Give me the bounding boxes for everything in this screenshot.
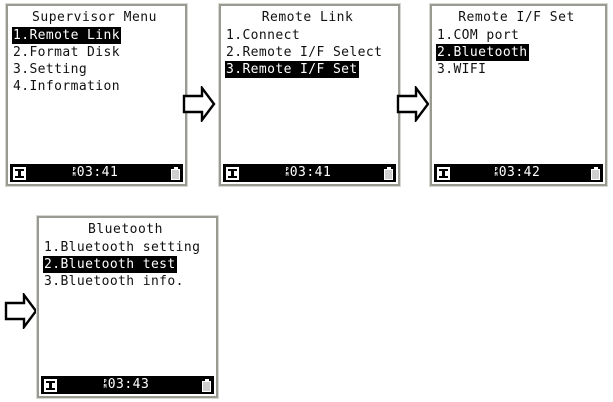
status-clock: P M 03:41 [239, 166, 384, 180]
menu-list: 1.Bluetooth setting 2.Bluetooth test 3.B… [41, 239, 214, 396]
clock-time: 03:41 [289, 165, 332, 180]
clock-time: 03:43 [107, 377, 150, 392]
ampm-indicator: P M [104, 380, 107, 390]
card-icon [44, 378, 57, 392]
menu-item-format-disk[interactable]: 2.Format Disk [13, 45, 120, 60]
device-panel-bluetooth: Bluetooth 1.Bluetooth setting 2.Bluetoot… [37, 216, 218, 398]
device-screen: Bluetooth 1.Bluetooth setting 2.Bluetoot… [39, 218, 216, 396]
menu-item-remote-link[interactable]: 1.Remote Link [12, 27, 121, 44]
ampm-top: P [103, 379, 107, 385]
device-panel-remote-if-set: Remote I/F Set 1.COM port 2.Bluetooth 3.… [430, 4, 607, 186]
status-clock: P M 03:41 [26, 166, 171, 180]
menu-title: Supervisor Menu [32, 10, 157, 25]
menu-item-remote-if-set[interactable]: 3.Remote I/F Set [225, 61, 359, 78]
menu-item-remote-if-select[interactable]: 2.Remote I/F Select [226, 45, 383, 60]
ampm-indicator: P M [495, 168, 498, 178]
ampm-bottom: M [494, 172, 498, 178]
menu-item-bluetooth-setting[interactable]: 1.Bluetooth setting [44, 240, 201, 255]
battery-icon [384, 166, 393, 180]
menu-item-setting[interactable]: 3.Setting [13, 62, 88, 77]
ampm-top: P [494, 167, 498, 173]
menu-list: 1.Remote Link 2.Format Disk 3.Setting 4.… [10, 27, 183, 184]
battery-cap [593, 166, 598, 169]
device-screen: Supervisor Menu 1.Remote Link 2.Format D… [8, 6, 185, 184]
menu-list: 1.Connect 2.Remote I/F Select 3.Remote I… [223, 27, 396, 184]
device-panel-supervisor-menu: Supervisor Menu 1.Remote Link 2.Format D… [6, 4, 187, 186]
menu-list: 1.COM port 2.Bluetooth 3.WIFI [434, 27, 603, 184]
battery-cap [204, 378, 209, 381]
card-icon [13, 166, 26, 180]
status-bar: P M 03:43 [41, 376, 214, 394]
battery-body [202, 380, 211, 392]
ampm-bottom: M [285, 172, 289, 178]
battery-body [591, 168, 600, 180]
card-icon [226, 166, 239, 180]
status-bar: P M 03:41 [223, 164, 396, 182]
flow-arrow-3 [4, 293, 38, 329]
ampm-indicator: P M [73, 168, 76, 178]
ampm-bottom: M [103, 384, 107, 390]
clock-time: 03:41 [76, 165, 119, 180]
menu-item-information[interactable]: 4.Information [13, 79, 120, 94]
arrow-right-icon [396, 86, 430, 122]
battery-body [171, 168, 180, 180]
arrow-right-icon [182, 86, 216, 122]
battery-cap [386, 166, 391, 169]
clock-time: 03:42 [498, 165, 541, 180]
ampm-indicator: P M [286, 168, 289, 178]
device-panel-remote-link: Remote Link 1.Connect 2.Remote I/F Selec… [219, 4, 400, 186]
battery-icon [171, 166, 180, 180]
menu-title: Remote Link [261, 10, 354, 25]
menu-item-bluetooth[interactable]: 2.Bluetooth [436, 44, 529, 61]
menu-item-connect[interactable]: 1.Connect [226, 28, 301, 43]
status-clock: P M 03:43 [57, 378, 202, 392]
arrow-right-icon [4, 293, 38, 329]
card-icon [437, 166, 450, 180]
device-screen: Remote I/F Set 1.COM port 2.Bluetooth 3.… [432, 6, 605, 184]
menu-item-wifi[interactable]: 3.WIFI [437, 62, 487, 77]
battery-body [384, 168, 393, 180]
menu-item-bluetooth-test[interactable]: 2.Bluetooth test [43, 256, 177, 273]
menu-item-com-port[interactable]: 1.COM port [437, 28, 520, 43]
flow-arrow-2 [396, 86, 430, 122]
device-screen: Remote Link 1.Connect 2.Remote I/F Selec… [221, 6, 398, 184]
status-bar: P M 03:42 [434, 164, 603, 182]
battery-cap [173, 166, 178, 169]
ampm-bottom: M [72, 172, 76, 178]
menu-title: Remote I/F Set [458, 10, 575, 25]
status-clock: P M 03:42 [450, 166, 591, 180]
menu-title: Bluetooth [88, 222, 163, 237]
status-bar: P M 03:41 [10, 164, 183, 182]
menu-item-bluetooth-info[interactable]: 3.Bluetooth info. [44, 274, 184, 289]
flow-arrow-1 [182, 86, 216, 122]
battery-icon [202, 378, 211, 392]
ampm-top: P [285, 167, 289, 173]
ampm-top: P [72, 167, 76, 173]
battery-icon [591, 166, 600, 180]
